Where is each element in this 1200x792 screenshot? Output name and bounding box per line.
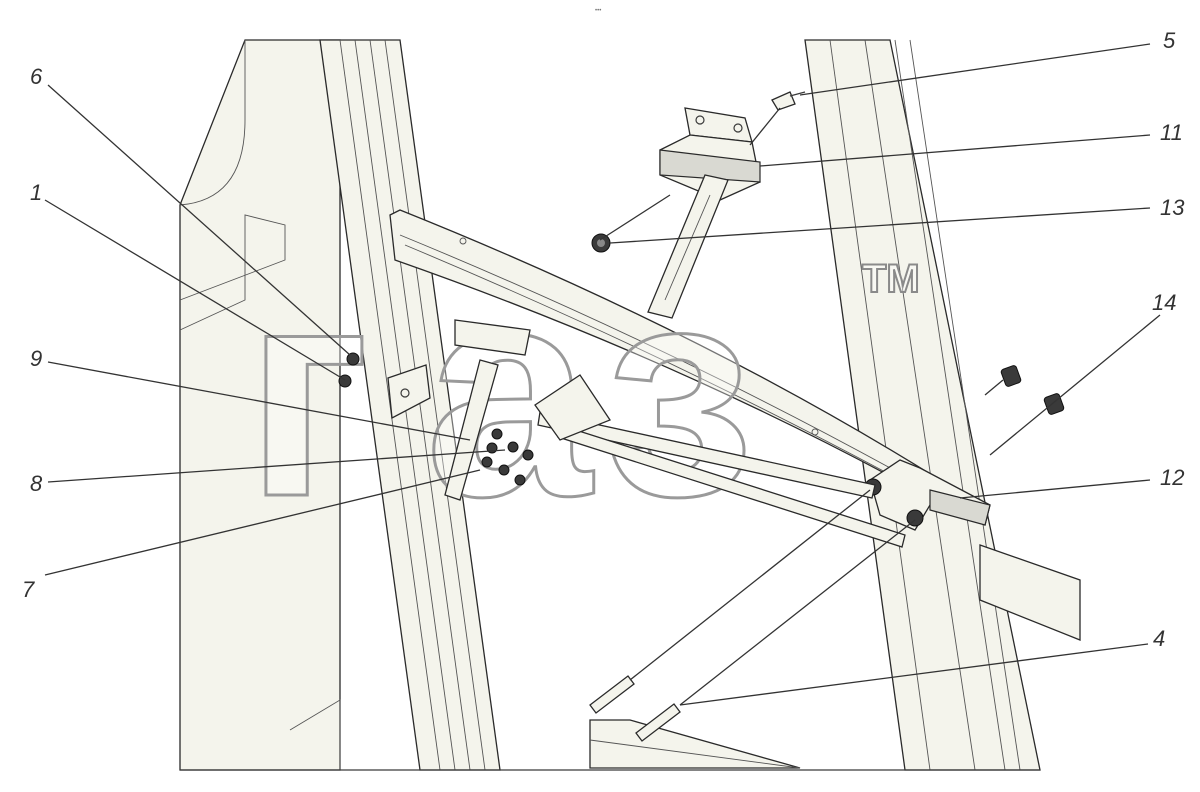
upper-bracket-part-11 bbox=[647, 107, 761, 319]
header-text: ••• bbox=[595, 8, 601, 14]
callout-1: 1 bbox=[30, 180, 42, 205]
callout-7: 7 bbox=[22, 577, 35, 602]
pins-part-4 bbox=[589, 675, 681, 742]
bushings-part-14 bbox=[1000, 365, 1065, 415]
watermark-tm: TM bbox=[862, 257, 920, 301]
callout-labels: 6 1 9 8 7 5 11 13 14 12 4 bbox=[22, 28, 1185, 651]
left-plate-part-9 bbox=[387, 364, 431, 420]
body-structure bbox=[179, 39, 1081, 771]
callout-6: 6 bbox=[30, 64, 43, 89]
nut-part-13 bbox=[591, 233, 611, 253]
callout-11: 11 bbox=[1160, 120, 1183, 145]
callout-4: 4 bbox=[1153, 626, 1165, 651]
callout-5: 5 bbox=[1163, 28, 1176, 53]
callout-9: 9 bbox=[30, 346, 42, 371]
vertical-rod-part-7 bbox=[444, 319, 611, 501]
callout-8: 8 bbox=[30, 471, 43, 496]
leader-lines bbox=[44, 43, 1161, 706]
callout-14: 14 bbox=[1152, 290, 1176, 315]
push-rod bbox=[537, 411, 906, 548]
fasteners-part-8 bbox=[481, 428, 534, 486]
bolt-part-5 bbox=[771, 91, 806, 111]
watermark-letter-1: г bbox=[245, 223, 370, 559]
callout-12: 12 bbox=[1160, 465, 1184, 490]
callout-13: 13 bbox=[1160, 195, 1185, 220]
